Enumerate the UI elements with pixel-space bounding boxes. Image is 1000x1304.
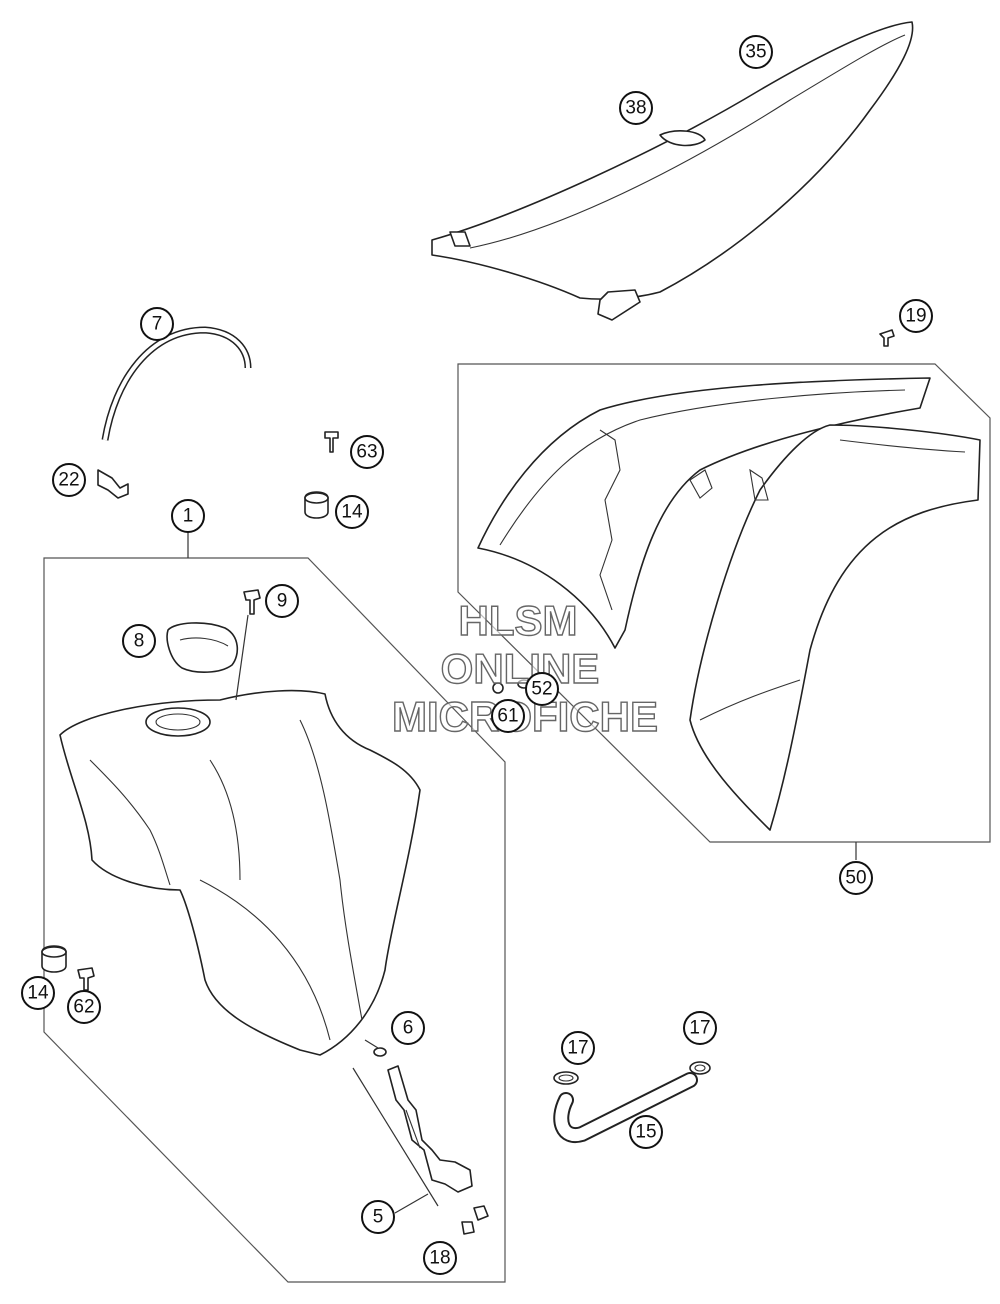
svg-text:52: 52: [531, 679, 552, 700]
callout-63: 63: [350, 435, 384, 469]
callout-61: 61: [491, 699, 525, 733]
svg-text:17: 17: [689, 1018, 710, 1039]
svg-text:19: 19: [905, 306, 926, 327]
hose-clamp-left: [553, 1071, 579, 1085]
callout-1: 1: [171, 499, 205, 533]
watermark-line-3: MICROFICHE: [392, 693, 658, 740]
watermark: HLSM ONLINE MICROFICHE: [391, 596, 658, 740]
svg-text:14: 14: [27, 983, 49, 1004]
screw-and-bushing-top: [304, 431, 339, 519]
bushing-and-screw-lower: [41, 945, 95, 991]
callout-22: 22: [52, 463, 86, 497]
fuel-tap: [387, 1065, 489, 1235]
callout-8: 8: [122, 624, 156, 658]
hose-clamp-right: [689, 1061, 711, 1075]
svg-text:1: 1: [183, 506, 194, 527]
callout-9: 9: [265, 584, 299, 618]
callout-17-left: 17: [561, 1031, 595, 1065]
svg-text:50: 50: [845, 868, 866, 889]
svg-text:15: 15: [635, 1122, 656, 1143]
fuel-tank-group-frame: [43, 557, 506, 1283]
svg-text:61: 61: [497, 706, 518, 727]
spoiler-group-frame: [457, 363, 991, 843]
svg-text:35: 35: [745, 42, 766, 63]
callout-14-lower: 14: [21, 976, 55, 1010]
breather-hose: [97, 326, 252, 499]
seat: [431, 21, 914, 321]
callout-6: 6: [391, 1011, 425, 1045]
svg-text:6: 6: [403, 1018, 414, 1039]
callout-50: 50: [839, 861, 873, 895]
callout-18: 18: [423, 1241, 457, 1275]
callout-38: 38: [619, 91, 653, 125]
leader-lines: [187, 532, 857, 1214]
screw-19: [879, 329, 895, 347]
spoiler-right: [689, 424, 981, 831]
svg-text:9: 9: [277, 591, 288, 612]
svg-text:5: 5: [373, 1207, 384, 1228]
svg-text:7: 7: [152, 314, 163, 335]
fuel-hose: [553, 1072, 698, 1144]
spoiler-left: [477, 377, 931, 649]
callout-7: 7: [140, 307, 174, 341]
callout-19: 19: [899, 299, 933, 333]
svg-text:22: 22: [58, 470, 79, 491]
svg-text:17: 17: [567, 1038, 588, 1059]
callout-5: 5: [361, 1200, 395, 1234]
svg-text:14: 14: [341, 502, 363, 523]
callout-17-right: 17: [683, 1011, 717, 1045]
svg-text:38: 38: [625, 98, 646, 119]
watermark-line-1: HLSM: [459, 597, 578, 644]
svg-text:18: 18: [429, 1248, 450, 1269]
callout-62: 62: [67, 990, 101, 1024]
callout-52: 52: [525, 672, 559, 706]
callout-14-top: 14: [335, 495, 369, 529]
watermark-line-2: ONLINE: [441, 645, 600, 692]
svg-text:62: 62: [73, 997, 94, 1018]
o-ring: [373, 1047, 387, 1057]
fuel-tank: [59, 689, 421, 1056]
svg-text:63: 63: [356, 442, 377, 463]
cap-screw-9: [243, 589, 261, 615]
callout-35: 35: [739, 35, 773, 69]
fuel-cap: [166, 622, 239, 673]
callout-15: 15: [629, 1115, 663, 1149]
svg-text:8: 8: [134, 631, 145, 652]
